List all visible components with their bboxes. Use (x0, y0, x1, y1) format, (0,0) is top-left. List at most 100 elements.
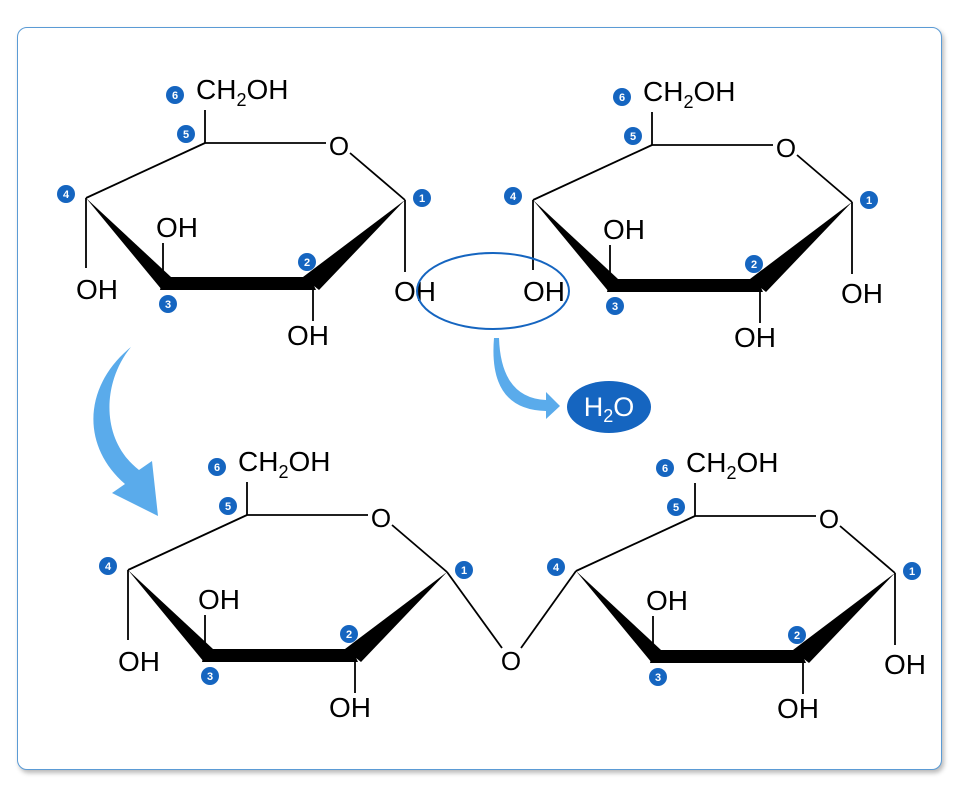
glucose-ring: CH2OH O OH OH OH OH 1 2 3 4 5 6 (504, 76, 883, 353)
ch2oh-ch: CH (686, 447, 726, 478)
removed-groups-highlight-ellipse (416, 252, 570, 330)
bold-bond-c3-c2 (160, 277, 316, 290)
carbon-number-3: 3 (655, 672, 661, 684)
carbon-number-badge: 6 (613, 88, 631, 106)
bond-c1-bridge-oxygen (446, 571, 503, 649)
ch2oh-group-label: CH2OH (643, 76, 735, 112)
carbon-number-5: 5 (183, 129, 189, 141)
wedge-bond-c4-c3 (576, 571, 661, 663)
ch2oh-subscript: 2 (236, 90, 246, 110)
badge-circle (667, 498, 685, 516)
carbon-number-badge: 2 (298, 253, 316, 271)
wedge-bond-c4-c3 (128, 570, 213, 662)
carbon-number-6: 6 (662, 463, 668, 475)
carbon-number-1: 1 (866, 195, 872, 207)
badge-circle (455, 561, 473, 579)
carbon-number-4: 4 (63, 189, 70, 201)
bond-c5-c4 (532, 144, 653, 201)
ch2oh-subscript: 2 (726, 463, 736, 483)
ring-oxygen-label: O (329, 131, 349, 161)
carbon-number-badge: 6 (208, 458, 226, 476)
glucose-ring: CH2OH O OH OH OH 1 2 3 4 5 6 (99, 446, 473, 723)
badge-circle (413, 189, 431, 207)
carbon-number-badge: 4 (504, 187, 522, 205)
c1-hydroxyl-label: OH (884, 649, 926, 680)
carbon-number-badge: 3 (606, 297, 624, 315)
carbon-number-4: 4 (510, 191, 517, 203)
carbon-number-badge: 4 (57, 185, 75, 203)
carbon-number-badge: 5 (667, 498, 685, 516)
carbon-number-4: 4 (553, 562, 560, 574)
carbon-number-badge: 6 (166, 86, 184, 104)
bond-c5-c4 (575, 515, 696, 572)
ch2oh-group-label: CH2OH (686, 447, 778, 483)
carbon-number-badge: 3 (649, 668, 667, 686)
c3-hydroxyl-label: OH (198, 584, 240, 615)
c2-hydroxyl-label: OH (329, 692, 371, 723)
ch2oh-subscript: 2 (278, 462, 288, 482)
water-release-arrow (493, 338, 560, 419)
bond-c5-c4 (85, 142, 206, 199)
glucose-ring: CH2OH O OH OH OH OH 1 2 3 4 5 6 (57, 74, 436, 351)
badge-circle (57, 185, 75, 203)
bond-c5-c4 (127, 514, 248, 571)
bold-bond-c3-c2 (202, 649, 358, 662)
carbon-number-5: 5 (630, 131, 636, 143)
carbon-number-4: 4 (105, 561, 112, 573)
badge-circle (340, 625, 358, 643)
ch2oh-oh: OH (736, 447, 778, 478)
bond-ring-oxygen-c1 (349, 152, 406, 201)
badge-circle (903, 562, 921, 580)
carbon-number-5: 5 (673, 502, 679, 514)
water-molecule-badge: H2O (567, 381, 651, 433)
wedge-bond-c2-c1 (793, 573, 895, 663)
bold-bond-c3-c2 (650, 650, 806, 663)
carbon-number-badge: 2 (340, 625, 358, 643)
ring-oxygen-label: O (819, 504, 839, 534)
carbon-number-6: 6 (172, 90, 178, 102)
badge-circle (656, 459, 674, 477)
carbon-number-1: 1 (461, 565, 467, 577)
wedge-bond-c4-c3 (533, 200, 618, 292)
carbon-number-badge: 5 (219, 497, 237, 515)
glycosidic-bond: O (446, 570, 577, 676)
carbon-number-badge: 5 (624, 127, 642, 145)
carbon-number-2: 2 (346, 629, 352, 641)
carbon-number-3: 3 (165, 299, 171, 311)
ch2oh-group-label: CH2OH (238, 446, 330, 482)
bond-ring-oxygen-c1 (796, 154, 853, 203)
carbon-number-6: 6 (619, 92, 625, 104)
c3-hydroxyl-label: OH (603, 214, 645, 245)
c1-hydroxyl-label: OH (394, 276, 436, 307)
carbon-number-1: 1 (909, 566, 915, 578)
ch2oh-ch: CH (196, 74, 236, 105)
carbon-number-5: 5 (225, 501, 231, 513)
water-badge-background (567, 381, 651, 433)
badge-circle (201, 667, 219, 685)
badge-circle (606, 297, 624, 315)
ch2oh-oh: OH (246, 74, 288, 105)
ch2oh-oh: OH (288, 446, 330, 477)
wedge-bond-c2-c1 (303, 200, 405, 290)
badge-circle (298, 253, 316, 271)
carbon-number-badge: 4 (99, 557, 117, 575)
carbon-number-badge: 1 (860, 191, 878, 209)
carbon-number-badge: 1 (413, 189, 431, 207)
bond-bridge-oxygen-c4 (520, 570, 577, 649)
badge-circle (177, 125, 195, 143)
badge-circle (208, 458, 226, 476)
carbon-number-2: 2 (751, 259, 757, 271)
c4-hydroxyl-label: OH (76, 274, 118, 305)
badge-circle (624, 127, 642, 145)
badge-circle (649, 668, 667, 686)
carbon-number-6: 6 (214, 462, 220, 474)
carbon-number-1: 1 (419, 193, 425, 205)
badge-circle (547, 558, 565, 576)
badge-circle (788, 626, 806, 644)
carbon-number-3: 3 (207, 671, 213, 683)
ring-oxygen-label: O (776, 133, 796, 163)
bond-ring-oxygen-c1 (391, 524, 448, 573)
carbon-number-2: 2 (794, 630, 800, 642)
c2-hydroxyl-label: OH (287, 320, 329, 351)
